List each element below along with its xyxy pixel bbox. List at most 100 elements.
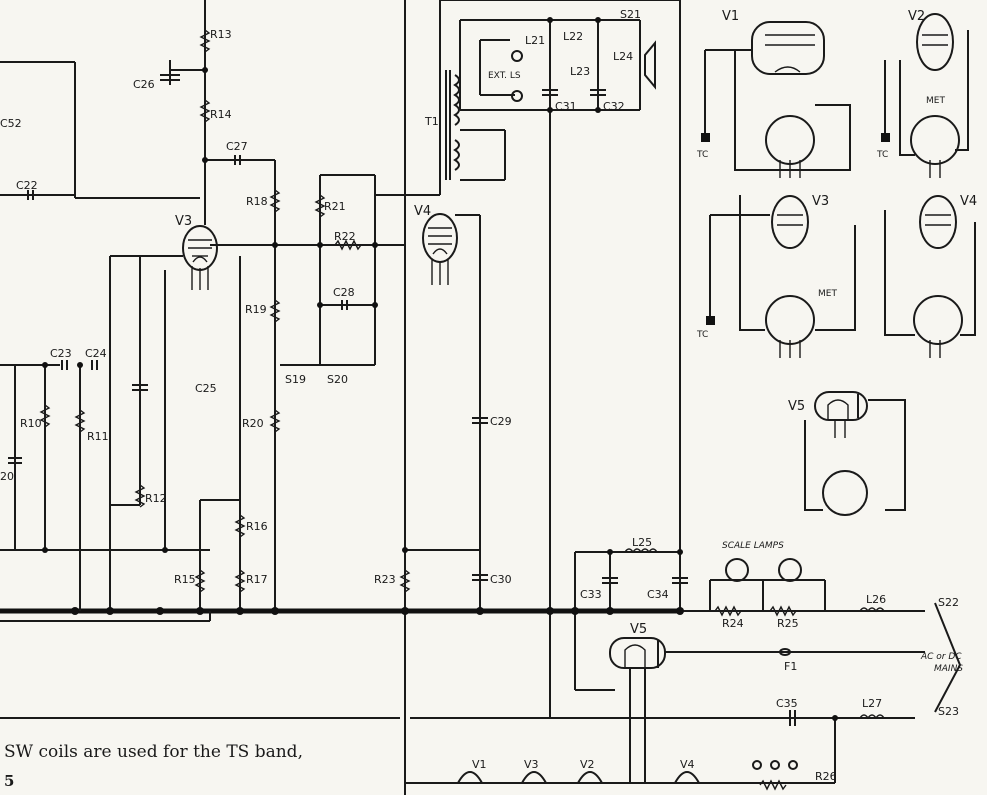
label-c35: C35: [776, 697, 798, 710]
label-c24: C24: [85, 347, 107, 360]
label-c26: C26: [133, 78, 155, 91]
label-l23: L23: [570, 65, 590, 78]
label-l27: L27: [862, 697, 882, 710]
label-c30: C30: [490, 573, 512, 586]
base-met-v3: MET: [818, 289, 837, 299]
base-tc-v3: TC: [696, 330, 708, 340]
label-c25: C25: [195, 382, 217, 395]
label-r12: R12: [145, 492, 167, 505]
transformer-t1: [445, 70, 460, 180]
label-r25: R25: [777, 617, 799, 630]
label-r26: R26: [815, 770, 837, 783]
mains-arrow: [934, 602, 962, 713]
label-heater-v3: V3: [524, 758, 539, 771]
component-labels: C52 C22 C26 R13 R14 C27 R18 R21 R22 V3 V…: [0, 8, 963, 783]
label-c28: C28: [333, 286, 355, 299]
valve-v3: [182, 225, 218, 290]
base-diagram-v3: [706, 195, 856, 358]
scale-lamp-2: [778, 558, 802, 582]
caption-figure-number: 5: [4, 772, 15, 790]
ext-ls-socket-2: [511, 90, 523, 102]
l26-coil: [859, 607, 885, 613]
label-v5: V5: [630, 622, 647, 637]
label-l26: L26: [866, 593, 886, 606]
valve-v4: [422, 213, 458, 285]
label-r23: R23: [374, 573, 396, 586]
label-c20: 20: [0, 470, 14, 483]
label-s22: S22: [938, 596, 959, 609]
caption-text: SW coils are used for the TS band,: [4, 742, 303, 762]
label-heater-v4: V4: [680, 758, 695, 771]
label-c33: C33: [580, 588, 602, 601]
label-r16: R16: [246, 520, 268, 533]
label-c29: C29: [490, 415, 512, 428]
label-c32: C32: [603, 100, 625, 113]
label-r14: R14: [210, 108, 232, 121]
label-scale-lamps: SCALE LAMPS: [722, 541, 784, 551]
label-c27: C27: [226, 140, 248, 153]
base-met-v2: MET: [926, 96, 945, 106]
label-heater-v2: V2: [580, 758, 595, 771]
label-s23: S23: [938, 705, 959, 718]
base-tc-v2: TC: [876, 150, 888, 160]
label-l24: L24: [613, 50, 633, 63]
scale-lamp-1: [725, 558, 749, 582]
base-diagram-v5: [804, 391, 906, 516]
l25-coil: [624, 548, 658, 554]
label-mains-1: AC or DC: [920, 652, 962, 662]
label-r22: R22: [334, 230, 356, 243]
label-r17: R17: [246, 573, 268, 586]
label-r21: R21: [324, 200, 346, 213]
label-r19: R19: [245, 303, 267, 316]
valve-v5-rectifier: [609, 637, 666, 669]
label-r15: R15: [174, 573, 196, 586]
base-label-v2: V2: [908, 9, 925, 24]
label-c52: C52: [0, 117, 22, 130]
label-f1: F1: [784, 660, 797, 673]
label-s19: S19: [285, 373, 306, 386]
r26-tap-2: [770, 760, 780, 770]
base-diagram-v1: [701, 21, 851, 178]
speaker-icon: [644, 40, 656, 90]
label-v3: V3: [175, 214, 192, 229]
capacitors: [8, 74, 796, 726]
label-s21: S21: [620, 8, 641, 21]
label-heater-v1: V1: [472, 758, 487, 771]
base-diagram-labels: V1 TC V2 MET TC V3 MET TC V4 V5: [696, 9, 977, 414]
heater-v2: [577, 771, 603, 784]
resistors: [39, 29, 797, 791]
label-r10: R10: [20, 417, 42, 430]
base-label-v3: V3: [812, 194, 829, 209]
label-c31: C31: [555, 100, 577, 113]
label-mains-2: MAINS: [934, 664, 963, 674]
r26-tap-1: [752, 760, 762, 770]
base-diagram-v4: [884, 195, 976, 358]
label-l22: L22: [563, 30, 583, 43]
label-v4: V4: [414, 204, 431, 219]
label-r11: R11: [87, 430, 109, 443]
label-c34: C34: [647, 588, 669, 601]
base-label-v4: V4: [960, 194, 977, 209]
ext-ls-socket-1: [511, 50, 523, 62]
label-c23: C23: [50, 347, 72, 360]
base-label-v1: V1: [722, 9, 739, 24]
label-r20: R20: [242, 417, 264, 430]
heater-v1: [457, 771, 483, 784]
l27-coil: [859, 714, 885, 720]
label-r18: R18: [246, 195, 268, 208]
label-ext-ls: EXT. LS: [488, 71, 521, 81]
label-s20: S20: [327, 373, 348, 386]
heater-v4: [674, 771, 700, 784]
base-tc-v1: TC: [696, 150, 708, 160]
label-r24: R24: [722, 617, 744, 630]
junction-dots: [42, 17, 838, 721]
label-t1: T1: [424, 115, 439, 128]
heater-v3: [521, 771, 547, 784]
label-r13: R13: [210, 28, 232, 41]
r26-tap-3: [788, 760, 798, 770]
base-diagram-v2: [881, 13, 969, 178]
fuse-f1: [779, 648, 791, 656]
label-c22: C22: [16, 179, 38, 192]
base-label-v5: V5: [788, 399, 805, 414]
